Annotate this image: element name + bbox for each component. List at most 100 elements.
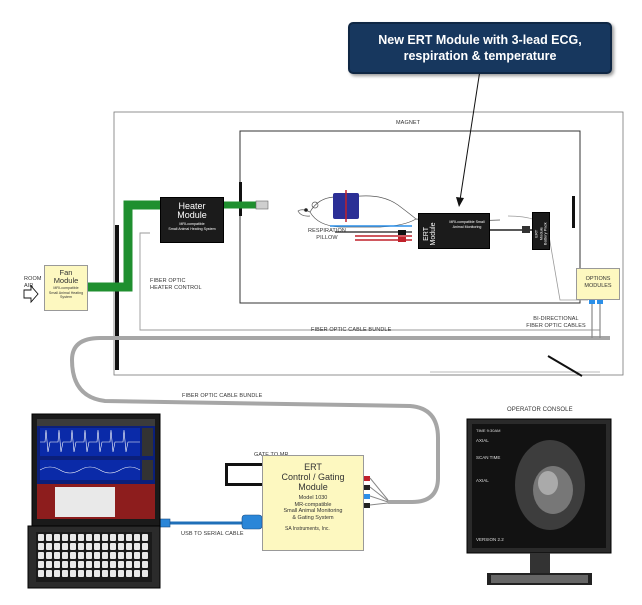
keyboard-key [142,561,148,568]
keyboard-key [54,570,60,577]
keyboard-key [62,552,68,559]
heater-title-2: Module [177,210,207,220]
ert-control-gating-module: ERT Control / Gating Module Model 1030 M… [262,455,364,551]
callout-arrow-line [459,69,481,201]
new-ert-callout: New ERT Module with 3-lead ECG, respirat… [348,22,612,74]
operator-console [466,418,612,585]
keyboard-key [142,543,148,550]
callout-arrow-head [456,197,464,207]
keyboard-key [134,570,140,577]
keyboard-key [126,570,132,577]
keyboard-key [118,543,124,550]
keyboard-key [134,552,140,559]
keyboard-key [86,561,92,568]
console-scan-time: SCAN TIME [476,455,501,460]
ert-small-sub: MRI-compatible Small Animal Monitoring [449,220,485,229]
keyboard-key [102,561,108,568]
bidirectional-label: BI-DIRECTIONAL FIBER OPTIC CABLES [526,316,586,329]
keyboard-key [46,552,52,559]
scanner-room-outline [113,111,624,376]
keyboard-key [102,570,108,577]
keyboard-key [62,570,68,577]
hose-connector [255,200,269,210]
keyboard-key [110,552,116,559]
fan-title-2: Module [53,275,79,285]
keyboard-key [134,534,140,541]
magnet-right-bar [572,196,575,228]
fan-sub-1: MRI-compatible [53,286,79,290]
keyboard-key [110,561,116,568]
console-axial-2: AXIAL [476,478,489,483]
keyboard-key [78,561,84,568]
wall-bar [115,225,119,370]
gate-cable [227,463,263,466]
keyboard-key [102,552,108,559]
keyboard-key [126,561,132,568]
battery-pack: ERT Module Battery Pack [532,212,550,250]
ert-gating-brand: SA Instruments, Inc. [285,526,330,532]
heater-sub-1: MRI-compatible [179,222,205,226]
keyboard-key [94,543,100,550]
keyboard-key [62,534,68,541]
ert-gating-sub-1: MR-compatible [294,501,332,508]
ert-gating-title-3: Module [298,482,328,492]
fiber-optic-cable-bundle [69,336,610,504]
keyboard-key [142,570,148,577]
keyboard-key [46,570,52,577]
keyboard-key [134,561,140,568]
keyboard-key [38,570,44,577]
keyboard-key [70,552,76,559]
keyboard-key [62,561,68,568]
keyboard-key [134,543,140,550]
keyboard-key [62,543,68,550]
keyboard-key [86,570,92,577]
keyboard-key [38,543,44,550]
keyboard-key [78,552,84,559]
heater-sub-2: Small Animal Heating System [168,226,216,231]
ert-module-small: ERT Module MRI-compatible Small Animal M… [418,213,490,249]
keyboard-key [38,561,44,568]
keyboard-key [54,534,60,541]
console-time: TIME 9:30AM [476,428,501,433]
magnet-outline [239,130,581,304]
ert-gating-title-1: ERT [304,462,322,472]
magnet-label: MAGNET [396,120,421,126]
callout-line-2: respiration & temperature [403,49,557,63]
ert-gating-sub-3: & Gating System [292,514,334,521]
fiber-optic-cable-bundle-label: FIBER OPTIC CABLE BUNDLE [311,327,392,333]
heater-title-1: Heater [178,201,206,211]
keyboard-key [118,561,124,568]
ert-small-title: ERT Module [423,222,437,246]
keyboard-key [118,534,124,541]
keyboard-key [94,561,100,568]
usb-serial-label: USB TO SERIAL CABLE [181,531,244,537]
keyboard-key [78,543,84,550]
respiration-pillow-label: RESPIRATION PILLOW [308,228,346,241]
room-air-label: ROOM AIR [24,276,42,289]
options-modules: OPTIONS MODULES [576,268,620,300]
keyboard-key [126,552,132,559]
ert-gating-sub-2: Small Animal Monitoring [283,508,343,514]
keyboard-key [70,561,76,568]
keyboard-key [78,534,84,541]
keyboard-key [70,534,76,541]
keyboard-key [110,570,116,577]
fan-sub-2: Small Animal Heating System [48,290,84,300]
keyboard-key [110,534,116,541]
room-air-arrow [23,284,39,304]
keyboard-key [86,543,92,550]
door-swing [547,355,583,377]
callout-line-1: New ERT Module with 3-lead ECG, [378,33,582,47]
fan-module: Fan Module MRI-compatible Small Animal H… [44,265,88,311]
fiber-optic-heater-control-label: FIBER OPTIC HEATER CONTROL [150,278,202,291]
keyboard-key [46,534,52,541]
keyboard-key [102,534,108,541]
keyboard-key [46,543,52,550]
keyboard-key [94,552,100,559]
keyboard-key [118,570,124,577]
fiber-optic-cable-bundle-label-2: FIBER OPTIC CABLE BUNDLE [182,393,263,399]
console-axial-1: AXIAL [476,438,489,443]
heater-module: Heater Module MRI-compatible Small Anima… [160,197,224,243]
magnet-left-bar [239,182,242,216]
keyboard-key [78,570,84,577]
